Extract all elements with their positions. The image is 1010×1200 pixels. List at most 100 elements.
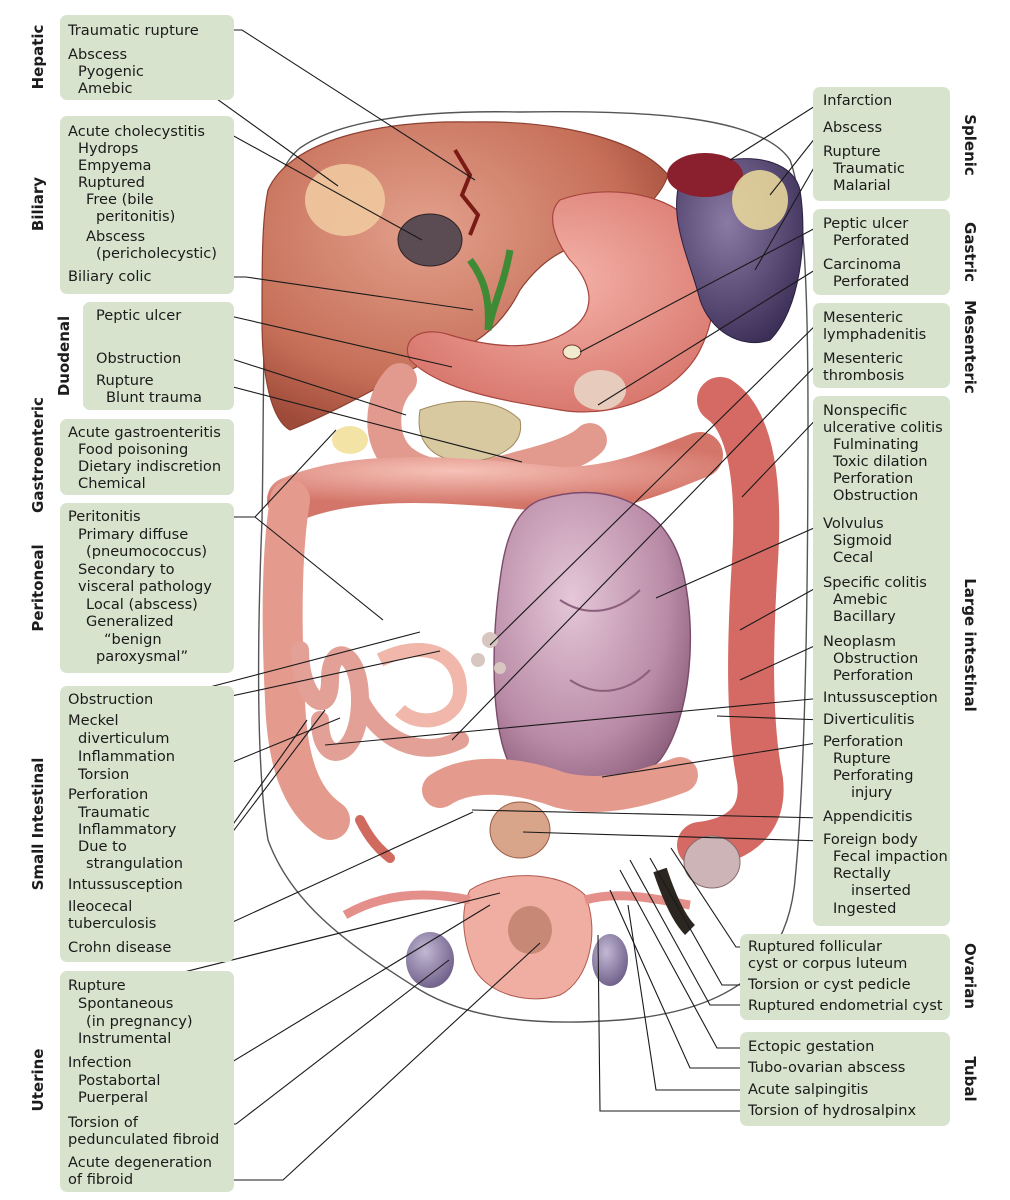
biliary-line: Hydrops bbox=[78, 140, 139, 157]
small-intestinal-category: Small Intestinal bbox=[29, 757, 47, 891]
large-intestinal-line: Nonspecific bbox=[823, 402, 908, 419]
small-intestinal-line: diverticulum bbox=[78, 730, 170, 747]
splenic-line: Rupture bbox=[823, 143, 881, 160]
leader-line bbox=[127, 892, 501, 987]
duodenal-category: Duodenal bbox=[55, 315, 73, 397]
ascending-colon bbox=[262, 480, 350, 840]
leader-line bbox=[655, 523, 824, 599]
biliary-line: Biliary colic bbox=[68, 268, 152, 285]
tubal-line: Tubo-ovarian abscess bbox=[748, 1059, 906, 1076]
uterine-line: Infection bbox=[68, 1054, 132, 1071]
gastroenteric-line: Food poisoning bbox=[78, 441, 189, 458]
leader-line bbox=[629, 859, 748, 1006]
large-intestinal-line: Obstruction bbox=[833, 650, 919, 667]
small-intestinal-line: Traumatic bbox=[78, 804, 150, 821]
gastric-category: Gastric bbox=[961, 222, 979, 282]
biliary-line: Empyema bbox=[78, 157, 152, 174]
peritoneal-line: (pneumococcus) bbox=[86, 543, 208, 560]
gastric-line: Perforated bbox=[833, 232, 910, 249]
large-intestinal-line: Volvulus bbox=[823, 515, 884, 532]
ovarian-line: Ruptured follicular bbox=[748, 938, 883, 955]
uterine-category: Uterine bbox=[29, 1048, 47, 1112]
biliary-line: Ruptured bbox=[78, 174, 145, 191]
large-intestinal-line: Fulminating bbox=[833, 436, 919, 453]
biliary-label-box bbox=[60, 116, 234, 294]
leader-line bbox=[489, 317, 824, 646]
large-intestinal-line: ulcerative colitis bbox=[823, 419, 943, 436]
hepatic-line: Traumatic rupture bbox=[68, 22, 199, 39]
gastric-carcinoma bbox=[574, 370, 626, 410]
large-intestinal-line: Perforating bbox=[833, 767, 914, 784]
tubal-category: Tubal bbox=[961, 1056, 979, 1102]
gastroenteric-label-box bbox=[60, 419, 234, 495]
small-intestinal-line: Perforation bbox=[68, 786, 149, 803]
leader-line bbox=[471, 809, 824, 819]
leader-line bbox=[627, 904, 748, 1091]
liver-abscess bbox=[305, 164, 385, 236]
mesenteric-line: Mesenteric bbox=[823, 309, 904, 326]
leader-line bbox=[741, 411, 824, 498]
leader-line bbox=[729, 100, 824, 161]
leader-line bbox=[619, 869, 748, 1049]
uterine-line: Postabortal bbox=[78, 1072, 161, 1089]
foreign-body-mass bbox=[489, 801, 551, 859]
peritoneal-line: Generalized bbox=[86, 613, 174, 630]
biliary-line: Free (bile bbox=[86, 191, 154, 208]
large-intestinal-line: Bacillary bbox=[833, 608, 896, 625]
lymph-node bbox=[482, 632, 498, 648]
liver-rupture bbox=[453, 148, 481, 236]
spleen-abscess bbox=[732, 170, 788, 230]
large-intestinal-line: injury bbox=[851, 784, 893, 801]
hepatic-label-box bbox=[60, 15, 234, 100]
leader-line bbox=[739, 583, 824, 631]
mesenteric-label-box bbox=[813, 303, 950, 388]
large-intestinal-line: Amebic bbox=[833, 591, 888, 608]
large-intestinal-line: Fecal impaction bbox=[833, 848, 948, 865]
hepatic-line: Amebic bbox=[78, 80, 133, 97]
small-intestinal-line: Meckel bbox=[68, 712, 119, 729]
large-intestinal-line: Sigmoid bbox=[833, 532, 893, 549]
peritoneal-line: visceral pathology bbox=[78, 578, 212, 595]
gastric-line: Carcinoma bbox=[823, 256, 902, 273]
leader-line bbox=[601, 741, 824, 778]
cecum bbox=[422, 757, 698, 812]
duodenal-line: Peptic ulcer bbox=[96, 307, 182, 324]
large-intestinal-line: Toxic dilation bbox=[833, 453, 928, 470]
appendix bbox=[355, 815, 395, 863]
peritoneal-category: Peritoneal bbox=[29, 544, 47, 632]
large-intestinal-line: Obstruction bbox=[833, 487, 919, 504]
impacted-stool bbox=[653, 867, 696, 935]
leader-line bbox=[670, 847, 748, 948]
descending-colon bbox=[677, 377, 784, 868]
hepatic-line: Pyogenic bbox=[78, 63, 144, 80]
large-intestinal-line: Specific colitis bbox=[823, 574, 927, 591]
peritoneal-line: Secondary to bbox=[78, 561, 175, 578]
large-intestinal-line: Ingested bbox=[833, 900, 897, 917]
gastric-line: Peptic ulcer bbox=[823, 215, 909, 232]
small-intestinal-line: tuberculosis bbox=[68, 915, 157, 932]
uterine-line: (in pregnancy) bbox=[86, 1013, 193, 1030]
peritoneal-line: “benign bbox=[104, 631, 162, 648]
duodenal-line: Rupture bbox=[96, 372, 154, 389]
large-intestinal-line: Perforation bbox=[823, 733, 904, 750]
gastroenteric-line: Chemical bbox=[78, 475, 146, 492]
uterine-line: Puerperal bbox=[78, 1089, 149, 1106]
leader-line bbox=[579, 223, 824, 353]
large-intestinal-line: Rectally bbox=[833, 865, 891, 882]
leader-line bbox=[522, 831, 824, 842]
peritoneal-line: Peritonitis bbox=[68, 508, 141, 525]
left-ovary bbox=[406, 932, 454, 988]
small-intestinal-line: Inflammatory bbox=[78, 821, 177, 838]
ovarian-label-box bbox=[740, 934, 950, 1020]
peritoneal-line: Primary diffuse bbox=[78, 526, 189, 543]
ovarian-category: Ovarian bbox=[961, 943, 979, 1009]
large-intestinal-line: Perforation bbox=[833, 470, 914, 487]
biliary-line: peritonitis) bbox=[96, 208, 176, 225]
splenic-line: Malarial bbox=[833, 177, 891, 194]
small-intestinal-line: Due to bbox=[78, 838, 127, 855]
large-intestinal-line: Perforation bbox=[833, 667, 914, 684]
meckel-loop bbox=[376, 643, 468, 728]
mesenteric-line: thrombosis bbox=[823, 367, 905, 384]
large-intestinal-line: Diverticulitis bbox=[823, 711, 915, 728]
uterine-label-box bbox=[60, 971, 234, 1192]
